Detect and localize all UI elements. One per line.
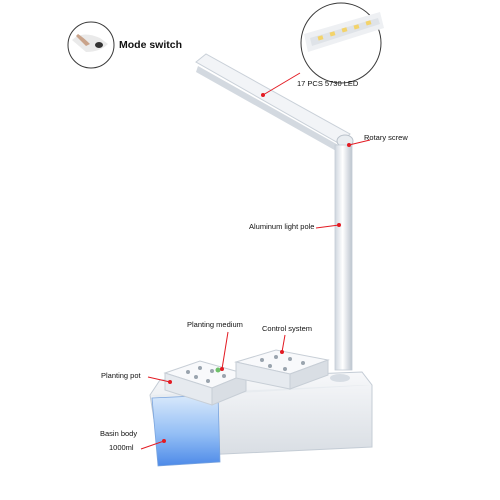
callout-lines xyxy=(140,72,371,450)
callout-dots xyxy=(162,93,351,443)
led-inset xyxy=(300,2,384,84)
control-system-label: Control system xyxy=(262,324,313,333)
led-chips xyxy=(317,20,372,41)
rotary-screw-label: Rotary screw xyxy=(364,133,408,142)
capacity-label: 1000ml xyxy=(109,443,134,452)
planting-pot-left xyxy=(163,360,248,406)
basin-body-label: Basin body xyxy=(100,429,138,438)
light-pole-label: Aluminum light pole xyxy=(249,222,315,231)
led-label: 17 PCS 5730 LED xyxy=(297,79,359,88)
light-pole xyxy=(334,144,353,371)
mode-switch-inset xyxy=(67,21,115,69)
lamp-arm xyxy=(195,53,354,152)
water-tank xyxy=(151,394,221,467)
planting-medium-label: Planting medium xyxy=(187,320,243,329)
planting-pot-label: Planting pot xyxy=(101,371,141,380)
planting-pot-right xyxy=(234,349,330,390)
mode-switch-label: Mode switch xyxy=(119,39,183,51)
